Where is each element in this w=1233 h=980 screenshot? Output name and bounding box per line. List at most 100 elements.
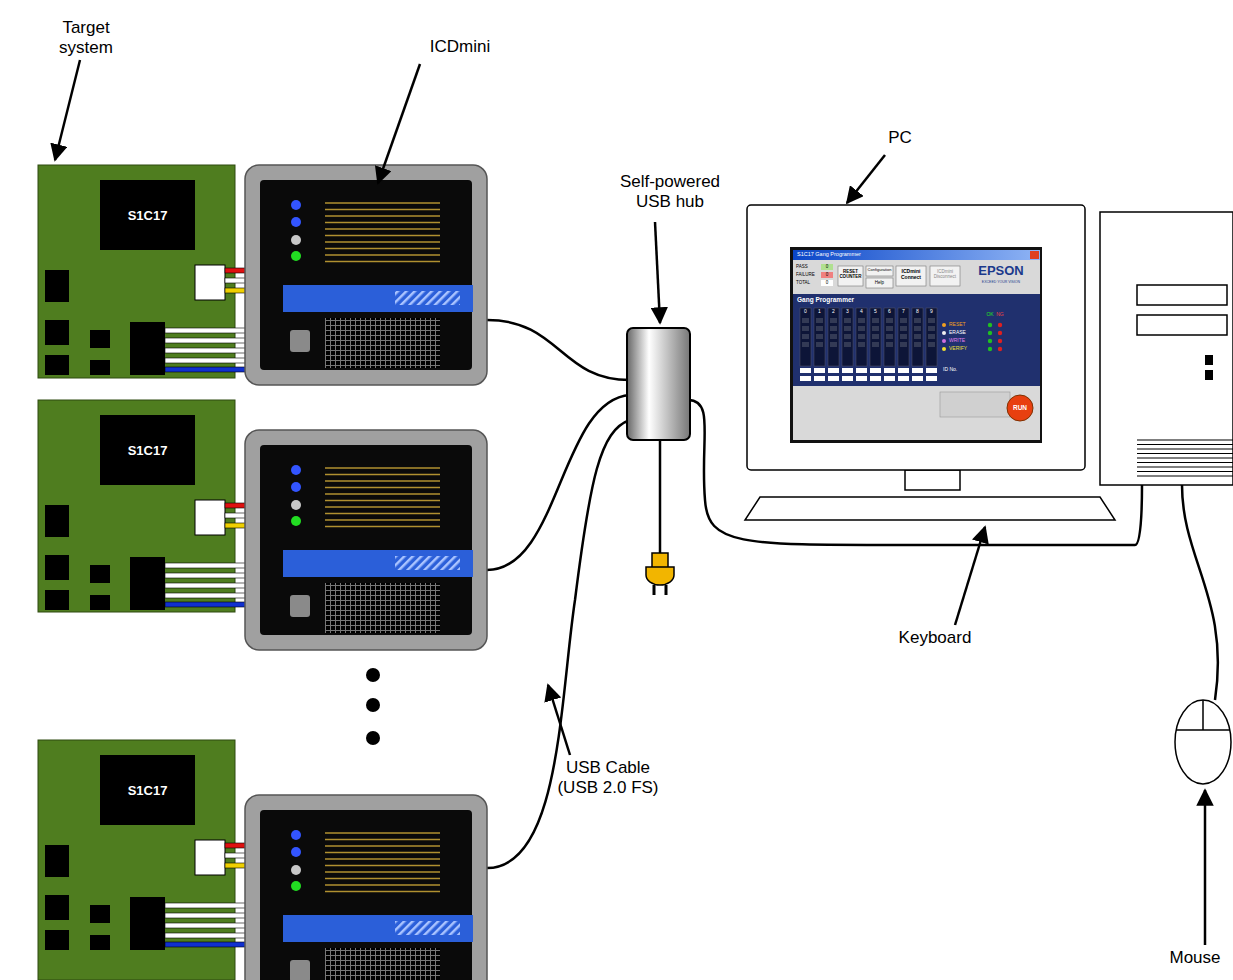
screen-text: 4 — [856, 309, 867, 315]
screen-text: 0 — [821, 272, 833, 277]
shape — [816, 318, 823, 323]
screen-text: OK — [985, 312, 995, 318]
shape — [45, 320, 69, 345]
software-screenshot — [793, 250, 1040, 440]
pc — [745, 205, 1233, 520]
shape — [914, 334, 921, 339]
line — [325, 202, 440, 204]
line — [325, 487, 440, 489]
shape — [165, 338, 255, 343]
shape — [90, 935, 110, 950]
line — [325, 839, 440, 841]
shape — [816, 342, 823, 347]
line — [487, 420, 630, 868]
shape — [856, 368, 867, 373]
screen-text: S1C17 Gang Programmer — [797, 251, 917, 257]
callout-label: Keyboard — [890, 628, 980, 648]
line — [325, 493, 440, 495]
screen-text: RUN — [1007, 404, 1033, 411]
line — [1137, 475, 1233, 476]
led — [291, 830, 301, 840]
shape — [844, 334, 851, 339]
shape — [802, 318, 809, 323]
shape — [260, 810, 472, 980]
shape — [283, 550, 473, 577]
shape — [914, 326, 921, 331]
screen-text: ICDmini Connect — [896, 269, 926, 281]
shape — [856, 376, 867, 381]
shape — [45, 505, 69, 537]
shape — [858, 342, 865, 347]
shape — [912, 376, 923, 381]
shape — [793, 250, 1040, 440]
shape — [130, 897, 165, 950]
shape — [90, 905, 110, 923]
line — [1176, 700, 1230, 730]
shape — [928, 326, 935, 331]
screen-text: NG — [995, 312, 1005, 318]
shape — [165, 923, 255, 928]
led — [988, 347, 992, 351]
led — [942, 347, 946, 351]
shape — [900, 334, 907, 339]
shape — [165, 358, 255, 363]
shape — [886, 318, 893, 323]
screen-text: 0 — [800, 309, 811, 315]
shape — [165, 942, 255, 947]
led — [291, 847, 301, 857]
shape — [260, 180, 472, 370]
shape — [283, 285, 473, 312]
line — [325, 261, 440, 263]
shape — [900, 342, 907, 347]
run-button — [1007, 395, 1033, 421]
screen-text: 7 — [898, 309, 909, 315]
led — [291, 235, 301, 245]
line — [325, 222, 440, 224]
line — [325, 480, 440, 482]
screen-text: 0 — [821, 264, 833, 269]
led — [988, 323, 992, 327]
screen-text: Configuration — [866, 268, 893, 273]
shape — [898, 368, 909, 373]
line — [325, 526, 440, 528]
shape — [900, 326, 907, 331]
shape — [814, 368, 825, 373]
line — [325, 209, 440, 211]
shape — [1100, 212, 1233, 485]
led — [291, 200, 301, 210]
line — [659, 440, 662, 553]
shape — [830, 318, 837, 323]
shape — [872, 334, 879, 339]
shape — [930, 266, 960, 286]
leader-arrow — [378, 64, 420, 183]
shape — [165, 573, 255, 578]
shape — [896, 266, 926, 286]
shape — [858, 326, 865, 331]
usb-hub — [627, 328, 690, 595]
line — [325, 254, 440, 256]
shape — [325, 583, 440, 633]
shape — [828, 376, 839, 381]
shape — [886, 334, 893, 339]
shape — [940, 392, 1010, 417]
shape — [926, 368, 937, 373]
shape — [912, 308, 923, 366]
shape — [793, 250, 1040, 260]
shape — [802, 334, 809, 339]
screen-text: TOTAL — [796, 280, 820, 285]
icdmini-unit — [245, 430, 487, 650]
callout-label: USB Cable (USB 2.0 FS) — [548, 758, 668, 797]
screen-text: WRITE — [949, 338, 979, 344]
target-board — [38, 400, 255, 612]
shape — [844, 318, 851, 323]
shape — [872, 342, 879, 347]
screen-text: 8 — [912, 309, 923, 315]
shape — [165, 903, 255, 908]
line — [325, 235, 440, 237]
ellipsis-dot — [366, 731, 380, 745]
shape — [821, 264, 833, 270]
shape — [830, 334, 837, 339]
shape — [914, 318, 921, 323]
